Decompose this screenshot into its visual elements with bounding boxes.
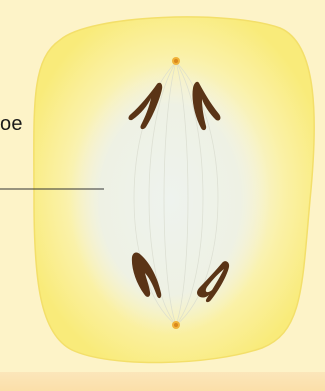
bottom-band — [0, 372, 325, 391]
figure-label-fragment: oe — [0, 114, 23, 134]
spindle-zone — [70, 65, 270, 335]
centrosome-bottom — [172, 321, 180, 329]
centrosome-top — [172, 57, 180, 65]
